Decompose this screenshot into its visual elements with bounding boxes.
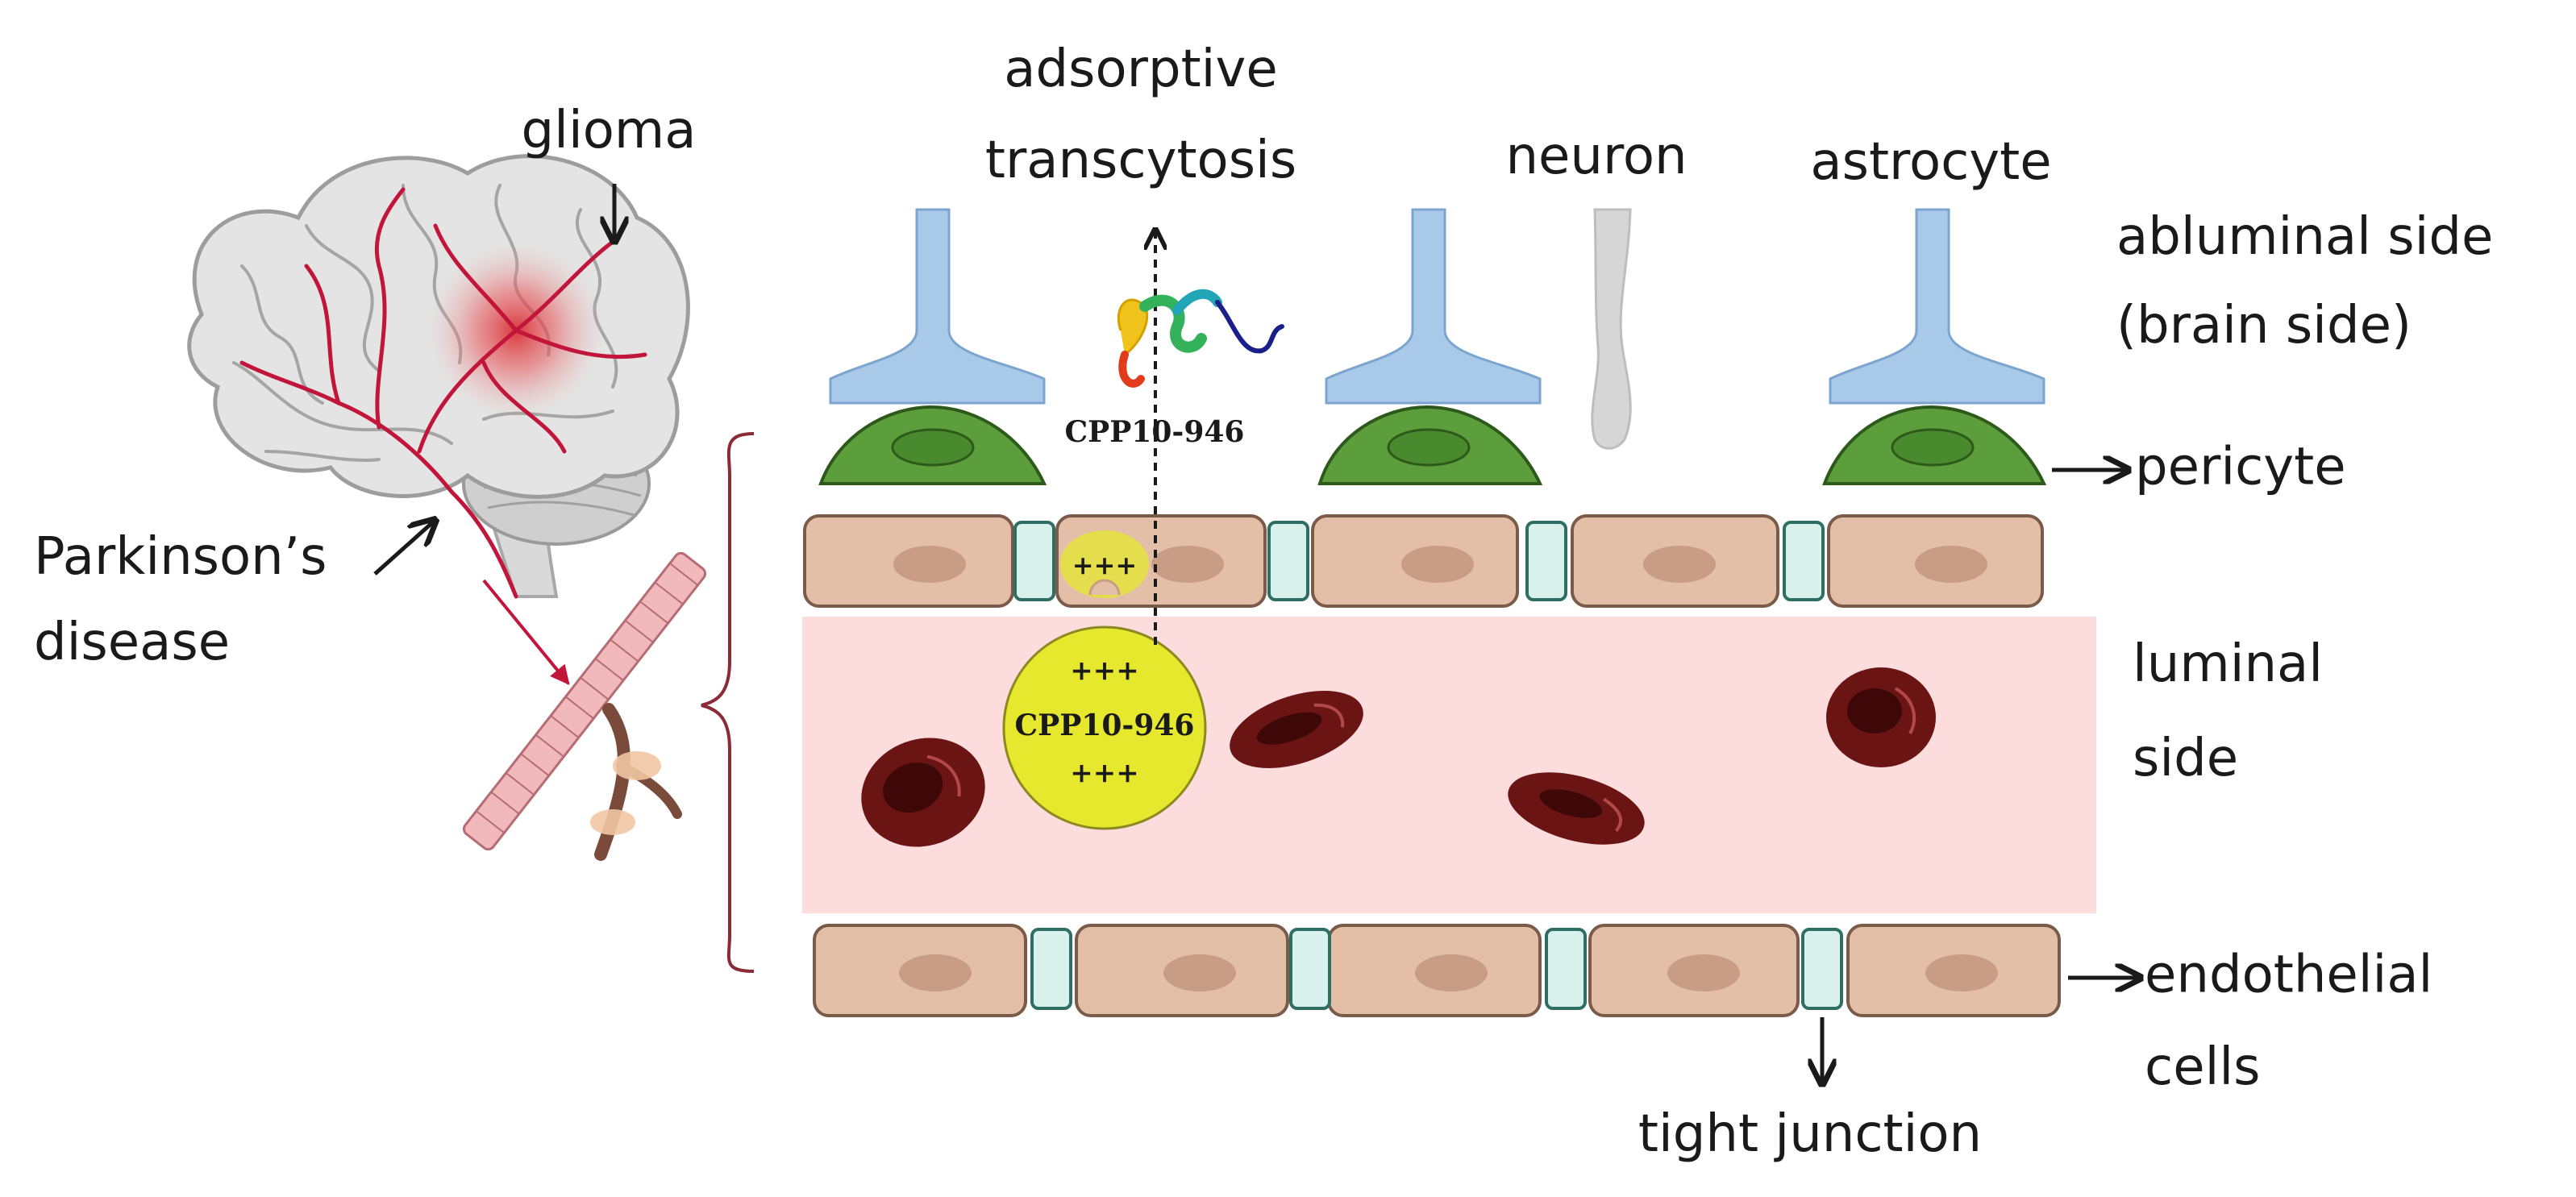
adsorptive-label: adsorptive	[1004, 39, 1277, 99]
nucleus	[1925, 954, 1998, 991]
tight-junction-label: tight junction	[1638, 1104, 1982, 1164]
parkinsons-arrow	[373, 520, 435, 576]
charge-label-bottom: +++	[1070, 757, 1138, 789]
nucleus	[1163, 954, 1236, 991]
astrocyte-endfoot	[1829, 208, 2045, 405]
nucleus	[1401, 546, 1474, 583]
nucleus	[1643, 546, 1716, 583]
cpp-lumen-label: CPP10-946	[1015, 709, 1195, 742]
parkinsons-label: Parkinson’s	[34, 527, 327, 587]
red-blood-cell	[1230, 691, 1363, 768]
peptide-structure-icon	[1117, 289, 1284, 388]
tight-junction	[1545, 928, 1587, 1010]
disease-label: disease	[34, 613, 230, 672]
pericytes	[818, 405, 2047, 485]
luminal-side-label: side	[2133, 729, 2238, 788]
vessel-lumen	[802, 617, 2096, 913]
neuron-process	[1591, 208, 1632, 450]
cpp-particle: +++ CPP10-946 +++	[1002, 626, 1207, 830]
abluminal-side-label: abluminal side	[2116, 207, 2493, 267]
red-blood-cell	[1508, 772, 1645, 845]
tight-junction	[1801, 928, 1843, 1010]
neuron-label: neuron	[1505, 127, 1687, 186]
zoom-arrow	[482, 579, 570, 685]
transport-vesicle	[1060, 530, 1149, 598]
luminal-label: luminal	[2133, 634, 2323, 694]
endothelial-layer-top: +++	[803, 514, 2044, 608]
vesicle-charge-label: +++	[1072, 550, 1137, 580]
astrocyte-endfeet	[829, 208, 2045, 405]
brain-illustration	[187, 154, 690, 599]
tight-junction	[1783, 521, 1825, 601]
tight-junction	[1289, 928, 1331, 1010]
red-blood-cell	[1826, 667, 1936, 767]
red-blood-cells	[861, 667, 1936, 847]
nucleus	[1151, 546, 1224, 583]
tight-junction	[1030, 928, 1072, 1010]
tight-junction	[1525, 521, 1567, 601]
astrocyte-endfoot	[829, 208, 1046, 405]
pericyte	[1822, 405, 2047, 485]
zoom-bracket	[701, 432, 755, 973]
cpp-peptide-label: CPP10-946	[1065, 415, 1245, 449]
endothelial-layer-bottom	[813, 924, 2061, 1017]
charge-label-top: +++	[1070, 655, 1138, 687]
tight-junction	[1267, 521, 1309, 601]
glioma-label: glioma	[522, 101, 697, 160]
cells-label: cells	[2145, 1037, 2260, 1097]
nucleus	[1667, 954, 1740, 991]
tight-junction	[1013, 521, 1055, 601]
nucleus	[1915, 546, 1987, 583]
nucleus	[899, 954, 972, 991]
pericyte	[818, 405, 1047, 485]
brain-side-label: (brain side)	[2116, 296, 2412, 355]
transcytosis-label: transcytosis	[985, 131, 1296, 190]
red-blood-cell	[861, 738, 985, 847]
astrocyte-label: astrocyte	[1810, 132, 2051, 192]
endothelial-label: endothelial	[2145, 946, 2432, 1005]
pericyte	[1317, 405, 1543, 485]
nucleus	[1415, 954, 1488, 991]
astrocyte-endfoot	[1325, 208, 1542, 405]
nucleus	[893, 546, 966, 583]
vessel-illustration	[462, 551, 707, 861]
pericyte-label: pericyte	[2135, 438, 2346, 497]
